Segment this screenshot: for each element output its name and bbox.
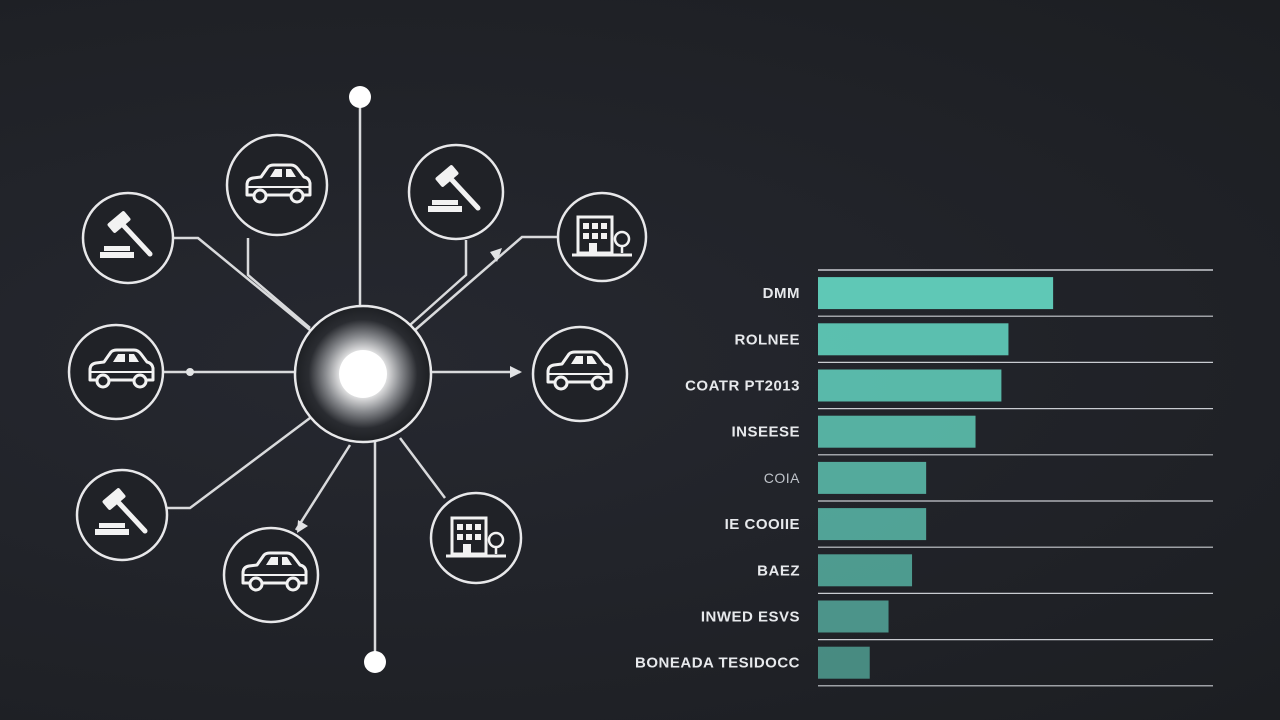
- bar: [818, 369, 1002, 402]
- connector-gavel-top-left: [174, 236, 311, 331]
- arrow-markers: [186, 248, 522, 533]
- category-label: BAEZ: [757, 562, 800, 579]
- connector-car-bottom: [294, 444, 352, 531]
- bar: [818, 277, 1054, 310]
- connector-building-bottom-right: [399, 437, 446, 499]
- arrow-right-icon: [510, 366, 522, 378]
- category-label: ROLNEE: [734, 331, 800, 348]
- node-gavel-top-right: [407, 143, 505, 241]
- dot-marker: [186, 368, 194, 376]
- bar: [818, 600, 889, 633]
- node-car-bottom: [222, 526, 320, 624]
- category-label: IE COOIIE: [725, 516, 800, 533]
- node-building-bottom-right: [429, 491, 523, 585]
- terminal-dot-top: [349, 86, 371, 108]
- arrow-up-right-icon: [490, 248, 502, 262]
- node-gavel-bottom-left: [75, 468, 169, 562]
- bar: [818, 461, 927, 494]
- network-diagram: [67, 86, 648, 673]
- category-label: DMM: [763, 285, 800, 302]
- connector-gavel-bottom-left: [166, 417, 311, 510]
- connector-building-right-top: [414, 235, 557, 331]
- node-building-right-top: [556, 191, 648, 283]
- connector-lines: [164, 97, 557, 662]
- category-label: COIA: [764, 470, 800, 486]
- connector-car-top: [246, 238, 311, 329]
- node-car-top: [225, 133, 329, 237]
- bar: [818, 415, 976, 448]
- node-car-right: [531, 325, 629, 423]
- category-label: INSEESE: [731, 424, 800, 441]
- category-label: COATR PT2013: [685, 378, 800, 395]
- node-gavel-top-left: [81, 191, 175, 285]
- bar: [818, 323, 1009, 356]
- chart-gridlines: [818, 269, 1213, 687]
- central-hub: [293, 304, 433, 444]
- bar: [818, 508, 927, 541]
- category-label: INWED ESVS: [701, 609, 800, 626]
- arrow-down-left-icon: [297, 520, 308, 533]
- bar: [818, 646, 870, 679]
- chart-bars: [818, 277, 1054, 679]
- terminal-dot-bottom: [364, 651, 386, 673]
- connector-gavel-top-right: [409, 240, 468, 326]
- node-car-left: [67, 323, 165, 421]
- bar: [818, 554, 913, 587]
